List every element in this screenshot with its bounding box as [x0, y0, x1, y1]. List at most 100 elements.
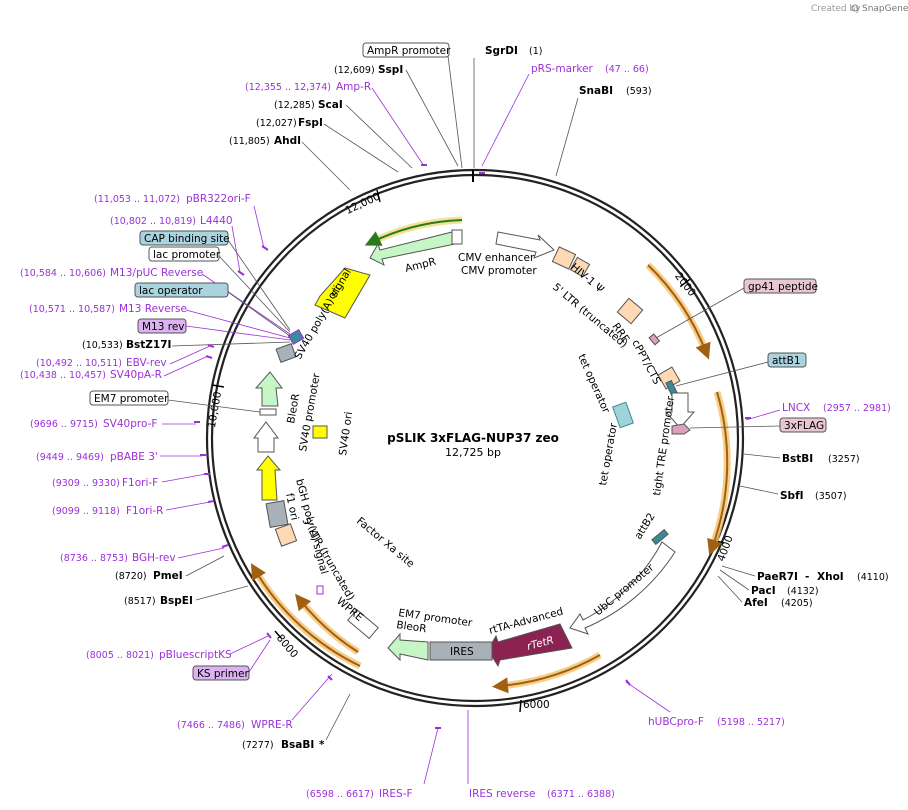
cap-binding-label: CAP binding site: [144, 233, 230, 245]
gp41-box[interactable]: [743, 278, 817, 294]
ampr-primer-label[interactable]: Amp-R: [336, 81, 371, 93]
sv40-promoter-label: SV40 promoter: [297, 372, 323, 453]
tet-operator-feature[interactable]: [612, 401, 634, 429]
svg-text:10,000: 10,000: [206, 391, 224, 429]
flag3-feature[interactable]: [671, 423, 691, 435]
attb2-feature[interactable]: [651, 528, 669, 546]
ebvrev-label[interactable]: EBV-rev: [126, 357, 167, 369]
sv40-ori-feature[interactable]: [312, 425, 328, 439]
attb2-label: attB2: [632, 511, 657, 542]
sgrdi-label[interactable]: SgrDI: [485, 45, 518, 57]
ampr-promoter-feature[interactable]: [451, 229, 463, 245]
hubcpro-label[interactable]: hUBCpro-F: [648, 716, 704, 728]
rtetr-feature[interactable]: [487, 623, 573, 668]
scai-label[interactable]: ScaI: [318, 99, 343, 111]
ori-feature[interactable]: [314, 267, 371, 319]
ks-primer-box[interactable]: [192, 665, 250, 681]
em7-promoter-feature[interactable]: [259, 408, 277, 416]
f1ori-feature[interactable]: [255, 455, 282, 501]
iresrev-label[interactable]: IRES reverse: [469, 788, 536, 800]
bgh-label: bGH poly(A) signal: [293, 478, 330, 576]
gp41-label: gp41 peptide: [748, 281, 818, 293]
ltr5-feature[interactable]: [551, 246, 577, 270]
attb1-box[interactable]: [767, 352, 807, 368]
cap-binding-box[interactable]: [139, 230, 229, 246]
m13rev-primer-label[interactable]: M13 Reverse: [119, 303, 187, 315]
sv40-polya-feature[interactable]: [275, 343, 297, 363]
ampr-feature[interactable]: [369, 231, 456, 266]
bleor-feature[interactable]: [254, 371, 283, 407]
f1orir-label[interactable]: F1ori-R: [126, 505, 163, 517]
l4440-label[interactable]: L4440: [200, 215, 233, 227]
snabi-label[interactable]: SnaBI: [579, 85, 613, 97]
paci-label[interactable]: PacI: [751, 585, 776, 597]
sbfi-label[interactable]: SbfI: [780, 490, 804, 502]
bghrev-label[interactable]: BGH-rev: [132, 552, 176, 564]
ires-feature[interactable]: [429, 641, 493, 661]
f1orif-coord: (9309 .. 9330): [52, 478, 120, 489]
ltr5-label: 5' LTR (truncated): [550, 281, 630, 350]
cmv-feature[interactable]: [495, 231, 555, 259]
pbabe3-label[interactable]: pBABE 3': [110, 451, 158, 463]
ampr-promoter-box[interactable]: [362, 42, 450, 58]
scai-coord: (12,285): [274, 100, 315, 111]
pbr322-coord: (11,053 .. 11,072): [94, 194, 180, 205]
bgh-feature[interactable]: [265, 500, 289, 528]
lac-operator-box[interactable]: [134, 282, 229, 298]
hiv-psi-feature[interactable]: [569, 256, 591, 278]
sv40par-label[interactable]: SV40pA-R: [110, 369, 162, 381]
prs-label[interactable]: pRS-marker: [531, 63, 594, 75]
lac-cluster-feature[interactable]: [287, 328, 305, 346]
factor-xa-feature[interactable]: [316, 585, 324, 595]
watermark-brand: SnapGene: [862, 4, 908, 14]
pbluescript-label[interactable]: pBluescriptKS: [159, 649, 232, 661]
m13puc-label[interactable]: M13/pUC Reverse: [110, 267, 203, 279]
afei-label[interactable]: AfeI: [744, 597, 768, 609]
rre-feature[interactable]: [616, 297, 644, 325]
wprer-coord: (7466 .. 7486): [177, 720, 245, 731]
f1ori-label: f1 ori: [283, 492, 300, 521]
fspi-label[interactable]: FspI: [298, 117, 323, 129]
plasmid-size: 12,725 bp: [445, 446, 501, 459]
flag3-box[interactable]: [779, 417, 827, 433]
bstbi-label[interactable]: BstBI: [782, 453, 813, 465]
bsabi-label[interactable]: BsaBI: [281, 739, 314, 751]
em7-promoter-box[interactable]: [89, 390, 169, 406]
lncx-label[interactable]: LNCX: [782, 402, 810, 414]
xhoi-label[interactable]: XhoI: [817, 571, 844, 583]
f1orif-label[interactable]: F1ori-F: [122, 477, 158, 489]
pbabe3-coord: (9449 .. 9469): [36, 452, 104, 463]
bsabi-coord: (7277): [242, 740, 274, 751]
l4440-coord: (10,802 .. 10,819): [110, 216, 196, 227]
ltr5b-feature[interactable]: [274, 523, 298, 547]
sspi-label[interactable]: SspI: [378, 64, 403, 76]
bspei-label[interactable]: BspEI: [160, 595, 193, 607]
pbr322-label[interactable]: pBR322ori-F: [186, 193, 251, 205]
ubc-promoter-feature[interactable]: [569, 541, 676, 635]
ires-label: IRES: [450, 646, 474, 658]
pmei-label[interactable]: PmeI: [153, 570, 183, 582]
ampr-primer-coord: (12,355 .. 12,374): [245, 82, 331, 93]
sv40pro-coord: (9696 .. 9715): [30, 419, 98, 430]
ampr-promoter-label: AmpR promoter: [367, 45, 451, 57]
sv40pro-label[interactable]: SV40pro-F: [103, 418, 157, 430]
tick-6000: 6000: [519, 699, 550, 713]
gp41-feature[interactable]: [648, 333, 661, 346]
sv40-promoter-feature[interactable]: [253, 421, 279, 453]
bstz17i-label[interactable]: BstZ17I: [126, 339, 171, 351]
ampr-label: AmpR: [404, 256, 437, 275]
ahdi-label[interactable]: AhdI: [274, 135, 301, 147]
tet-operator-1-label: tet operator: [575, 352, 612, 415]
wprer-label[interactable]: WPRE-R: [251, 719, 293, 731]
cmv-promoter-label: CMV promoter: [461, 265, 537, 277]
bleor-label: BleoR: [285, 393, 302, 425]
bleor2-feature[interactable]: [387, 632, 429, 662]
iresf-label[interactable]: IRES-F: [379, 788, 413, 800]
wpre-feature[interactable]: [347, 608, 379, 640]
plasmid-name: pSLIK 3xFLAG-NUP37 zeo: [387, 431, 559, 445]
ebvrev-coord: (10,492 .. 10,511): [36, 358, 122, 369]
backbone-outer: [205, 168, 745, 708]
paer7i-label[interactable]: PaeR7I: [757, 571, 798, 583]
lac-promoter-box[interactable]: [148, 246, 220, 262]
tight-tre-feature[interactable]: [664, 392, 696, 429]
